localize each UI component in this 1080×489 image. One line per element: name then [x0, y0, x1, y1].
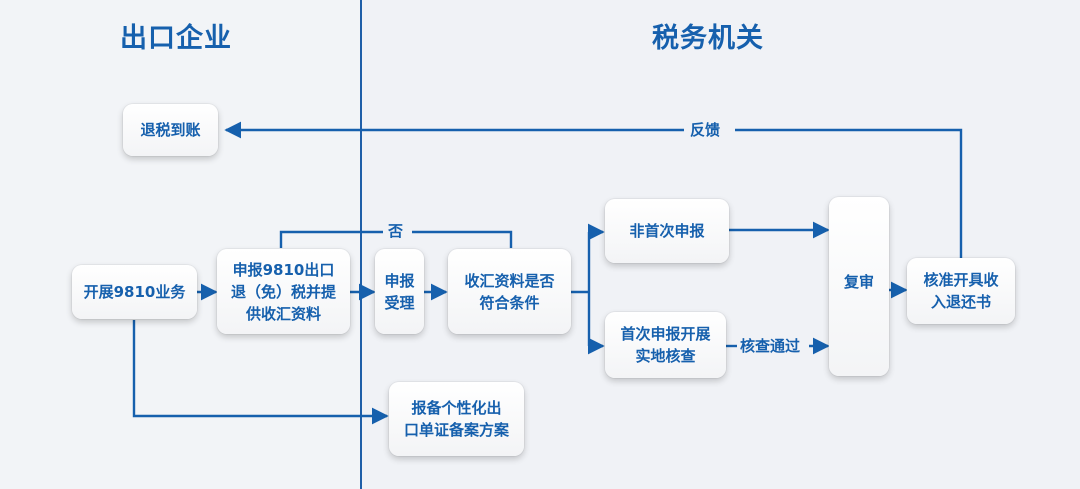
passed-label: 核查通过 [740, 337, 801, 355]
start-to-plan-arrow [132, 320, 389, 425]
non-first-node: 非首次申报 [605, 199, 729, 263]
review-node: 复审 [829, 197, 889, 376]
feedback-label: 反馈 [690, 121, 721, 139]
feedback-arrow [735, 128, 963, 258]
file-plan-node: 报备个性化出 口单证备案方案 [389, 382, 524, 456]
check-docs-node: 收汇资料是否 符合条件 [448, 249, 571, 334]
lane-divider [360, 0, 362, 489]
export-enterprise-lane-title: 出口企业 [120, 23, 232, 54]
no-loop-line [279, 230, 513, 248]
declare-refund-node: 申报9810出口 退（免）税并提 供收汇资料 [217, 249, 350, 334]
first-inspection-node: 首次申报开展 实地核查 [605, 312, 726, 378]
accept-node: 申报 受理 [375, 249, 424, 334]
refund-received-node: 退税到账 [123, 104, 218, 156]
approve-node: 核准开具收 入退还书 [907, 258, 1015, 324]
start-9810-node: 开展9810业务 [72, 265, 197, 319]
branch-line [571, 232, 591, 346]
no-label: 否 [388, 222, 404, 240]
tax-authority-lane-title: 税务机关 [652, 23, 764, 54]
